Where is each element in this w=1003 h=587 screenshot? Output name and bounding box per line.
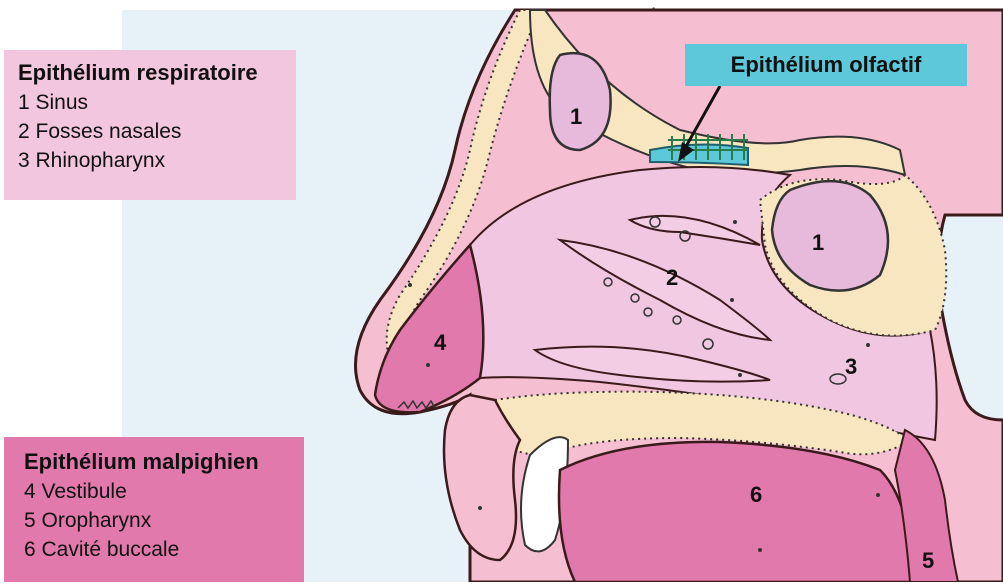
- legend-malpighian-title: Epithélium malpighien: [24, 447, 304, 477]
- olfactory-epithelium: [650, 144, 748, 165]
- legend-item-nasal-fossae: 2 Fosses nasales: [18, 117, 296, 146]
- legend-malpighian-epithelium: Epithélium malpighien 4 Vestibule 5 Orop…: [4, 437, 304, 582]
- region-number-sinus-sphenoid: 1: [812, 230, 824, 255]
- oral-cavity: [559, 442, 915, 582]
- legend-respiratory-title: Epithélium respiratoire: [18, 58, 296, 88]
- legend-item-oral-cavity: 6 Cavité buccale: [24, 535, 304, 564]
- region-number-nasal-cavity: 2: [666, 265, 678, 290]
- region-number-oral-cavity: 6: [750, 482, 762, 507]
- frontal-sinus: [550, 53, 611, 150]
- legend-item-vestibule: 4 Vestibule: [24, 477, 304, 506]
- region-number-oropharynx: 5: [922, 548, 934, 573]
- legend-item-sinus: 1 Sinus: [18, 88, 296, 117]
- legend-respiratory-epithelium: Epithélium respiratoire 1 Sinus 2 Fosses…: [4, 50, 296, 200]
- legend-item-rhinopharynx: 3 Rhinopharynx: [18, 146, 296, 175]
- region-number-vestibule: 4: [434, 330, 447, 355]
- region-number-rhinopharynx: 3: [845, 354, 857, 379]
- region-number-sinus-frontal: 1: [570, 104, 582, 129]
- legend-item-oropharynx: 5 Oropharynx: [24, 506, 304, 535]
- olfactory-epithelium-label: Epithélium olfactif: [685, 44, 967, 86]
